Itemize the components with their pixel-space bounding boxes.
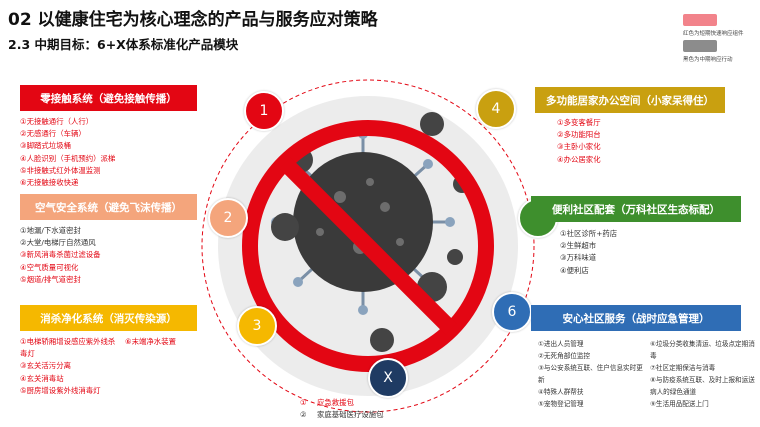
list-item: ①进出人员管理 xyxy=(538,340,584,348)
section-3-header: 消杀净化系统（消灭传染源） xyxy=(20,305,197,331)
section-3-list: ①电梯轿厢增设感应紫外线杀毒灯 ③玄关活污分离 ④玄关消毒站 ⑤厨房增设紫外线消… xyxy=(20,336,118,397)
list-item: ③主卧小家化 xyxy=(557,142,601,152)
list-item: ②大堂/电梯厅自然通风 xyxy=(20,238,96,248)
list-item: ① 应急救援包 xyxy=(300,397,384,409)
number-circle-3: 3 xyxy=(237,306,277,346)
item-number: ① xyxy=(300,398,307,407)
number-circle-x: X xyxy=(368,358,408,398)
section-1-list: ①无接触通行（人行） ②无感通行（车辆） ③脚踏式垃圾桶 ④人脸识别（手机预约）… xyxy=(20,116,115,189)
list-item: ③玄关活污分离 xyxy=(20,361,71,371)
legend-swatch-red xyxy=(683,14,717,26)
list-item: ③脚踏式垃圾桶 xyxy=(20,141,71,151)
list-item: ②多功能阳台 xyxy=(557,130,601,140)
list-item: ④人脸识别（手机预约）派梯 xyxy=(20,153,116,163)
page-subtitle: 2.3 中期目标：6+X体系标准化产品模块 xyxy=(8,37,239,52)
list-item: ⑥垃圾分类收集清运、垃圾点定期消毒 xyxy=(650,340,755,360)
virus-prohibition-illustration xyxy=(201,79,535,413)
list-item: ⑤厨房增设紫外线消毒灯 xyxy=(20,385,101,395)
item-number: ② xyxy=(300,410,307,419)
legend-label-gray: 黑色为中期响应行动 xyxy=(683,57,733,63)
item-text: 应急救援包 xyxy=(317,398,354,407)
number-circle-1: 1 xyxy=(244,91,284,131)
section-6-col2: ⑥垃圾分类收集清运、垃圾点定期消毒 ⑦社区定期保洁与消毒 ⑧与防疫系统互联、及时… xyxy=(650,338,756,410)
section-1-header: 零接触系统（避免接触传播） xyxy=(20,85,197,111)
section-4-list: ①多变客餐厅 ②多功能阳台 ③主卧小家化 ④办公居家化 xyxy=(557,117,601,166)
number-circle-6: 6 xyxy=(492,292,532,332)
section-6-col1: ①进出人员管理 ②无死角部位监控 ③与公安系统互联、住户信息实时更新 ④特殊人群… xyxy=(538,338,648,410)
list-item: ③新风消毒杀菌过滤设备 xyxy=(20,250,101,260)
number-circle-2: 2 xyxy=(208,198,248,238)
list-item: ③万科味道 xyxy=(560,253,597,263)
list-item: ①无接触通行（人行） xyxy=(20,117,94,126)
item-text: 家庭基础医疗设施包 xyxy=(317,410,384,419)
list-item: ④便利店 xyxy=(560,265,589,275)
number-circle-4: 4 xyxy=(476,89,516,129)
list-item: ②无感通行（车辆） xyxy=(20,129,86,139)
list-item: ④办公居家化 xyxy=(557,154,601,164)
section-5-list: ①社区诊所+药店 ②生鲜超市 ③万科味道 ④便利店 xyxy=(560,228,617,277)
list-item: ①多变客餐厅 xyxy=(557,118,601,127)
section-x-list: ① 应急救援包 ② 家庭基础医疗设施包 xyxy=(300,397,384,421)
list-item: ⑥无接触接收快递 xyxy=(20,178,79,188)
list-item: ④玄关消毒站 xyxy=(20,373,64,383)
list-item: ⑤非接触式红外体温监测 xyxy=(20,165,101,175)
list-item: ②生鲜超市 xyxy=(560,241,597,251)
list-item: ④空气质量可视化 xyxy=(20,262,79,272)
section-6-header: 安心社区服务（战时应急管理） xyxy=(531,305,741,331)
page-title: 02 以健康住宅为核心理念的产品与服务应对策略 xyxy=(8,10,378,30)
list-item: ⑤烟道/排气道密封 xyxy=(20,274,81,284)
section-4-header: 多功能居家办公空间（小家呆得住） xyxy=(535,87,725,113)
legend-swatch-gray xyxy=(683,40,717,52)
list-item: ⑦社区定期保洁与消毒 xyxy=(650,364,716,372)
section-2-list: ①地漏/下水道密封 ②大堂/电梯厅自然通风 ③新风消毒杀菌过滤设备 ④空气质量可… xyxy=(20,225,101,286)
list-item: ② 家庭基础医疗设施包 xyxy=(300,409,384,421)
list-item: ⑤宠物登记管理 xyxy=(538,400,584,408)
list-item: ⑧与防疫系统互联、及时上报和运送病人的绿色通道 xyxy=(650,376,755,396)
list-item: ④特殊人群帮扶 xyxy=(538,388,584,396)
list-item: ①社区诊所+药店 xyxy=(560,229,618,238)
list-item: ⑨生活用品配送上门 xyxy=(650,400,709,408)
section-2-header: 空气安全系统（避免飞沫传播） xyxy=(20,194,197,220)
legend-label-red: 红色为短期快速响应组件 xyxy=(683,31,744,37)
section-3-item-6: ⑥末端净水装置 xyxy=(125,337,176,346)
list-item: ②无死角部位监控 xyxy=(538,352,591,360)
list-item: ①地漏/下水道密封 xyxy=(20,226,81,235)
list-item: ①电梯轿厢增设感应紫外线杀毒灯 xyxy=(20,337,116,359)
list-item: ③与公安系统互联、住户信息实时更新 xyxy=(538,364,643,384)
section-5-header: 便利社区配套（万科社区生态标配） xyxy=(531,196,741,222)
